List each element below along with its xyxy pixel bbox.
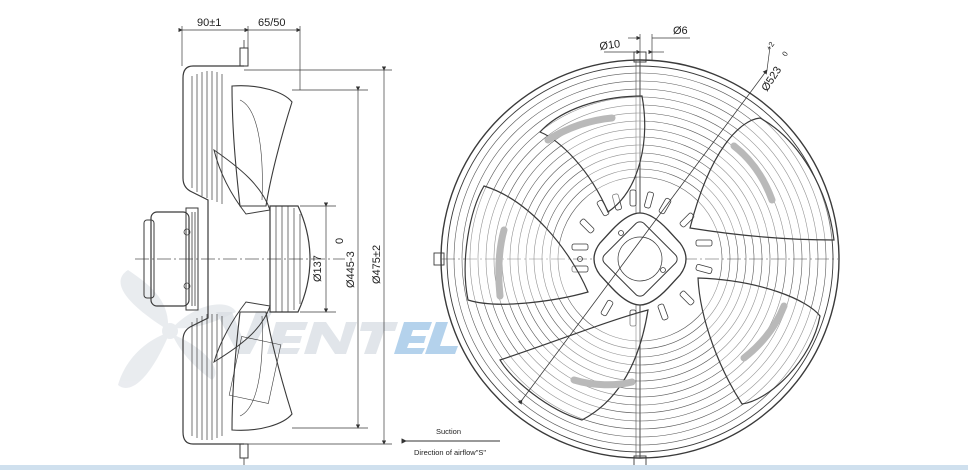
dim-dia-523-tol-lower: 0 — [780, 50, 790, 58]
front-view — [433, 34, 840, 467]
dim-depth-90: 90±1 — [197, 17, 221, 29]
mount-foot-top — [239, 47, 249, 67]
ventel-watermark — [118, 270, 458, 388]
guard-frame — [182, 65, 244, 445]
legend-suction: Suction — [436, 427, 461, 436]
guard-wires-bottom — [191, 314, 223, 440]
dim-dia-6: Ø6 — [673, 25, 688, 37]
dim-dia-475: Ø475±2 — [371, 245, 383, 284]
side-view — [135, 26, 392, 466]
mount-foot-bottom — [239, 443, 249, 459]
guard-wires-top — [191, 71, 223, 204]
fan-logo-icon — [118, 270, 236, 388]
dim-dia-523: Ø523 — [759, 65, 784, 94]
motor-fins — [191, 212, 196, 306]
blade-profile-top — [231, 85, 293, 207]
hub-fins — [275, 206, 301, 312]
dim-dia-137: Ø137 — [312, 255, 324, 282]
blade-3 — [499, 309, 649, 421]
blade-4 — [464, 185, 589, 305]
airflow-legend: Suction Direction of airflow"S" — [401, 427, 500, 457]
motor-body — [150, 211, 190, 307]
bottom-strip — [0, 465, 968, 470]
motor-cap — [143, 219, 155, 299]
mount-tab-top — [633, 51, 647, 63]
motor-flange — [577, 212, 687, 306]
dim-depth-65: 65/50 — [258, 17, 286, 29]
watermark-letters — [216, 312, 458, 354]
mount-tab-left — [433, 252, 445, 266]
dia-523-line — [517, 69, 768, 405]
dim-dia-523-tol-upper: +2 — [764, 40, 776, 52]
dim-dia-10: Ø10 — [599, 38, 621, 53]
legend-airflow: Direction of airflow"S" — [414, 448, 486, 457]
dim-dia-445: Ø445-3 — [345, 251, 357, 288]
rotor-hub — [269, 205, 311, 313]
blade-profile-upper — [213, 148, 271, 215]
dim-dia-445-sup: 0 — [334, 238, 346, 244]
